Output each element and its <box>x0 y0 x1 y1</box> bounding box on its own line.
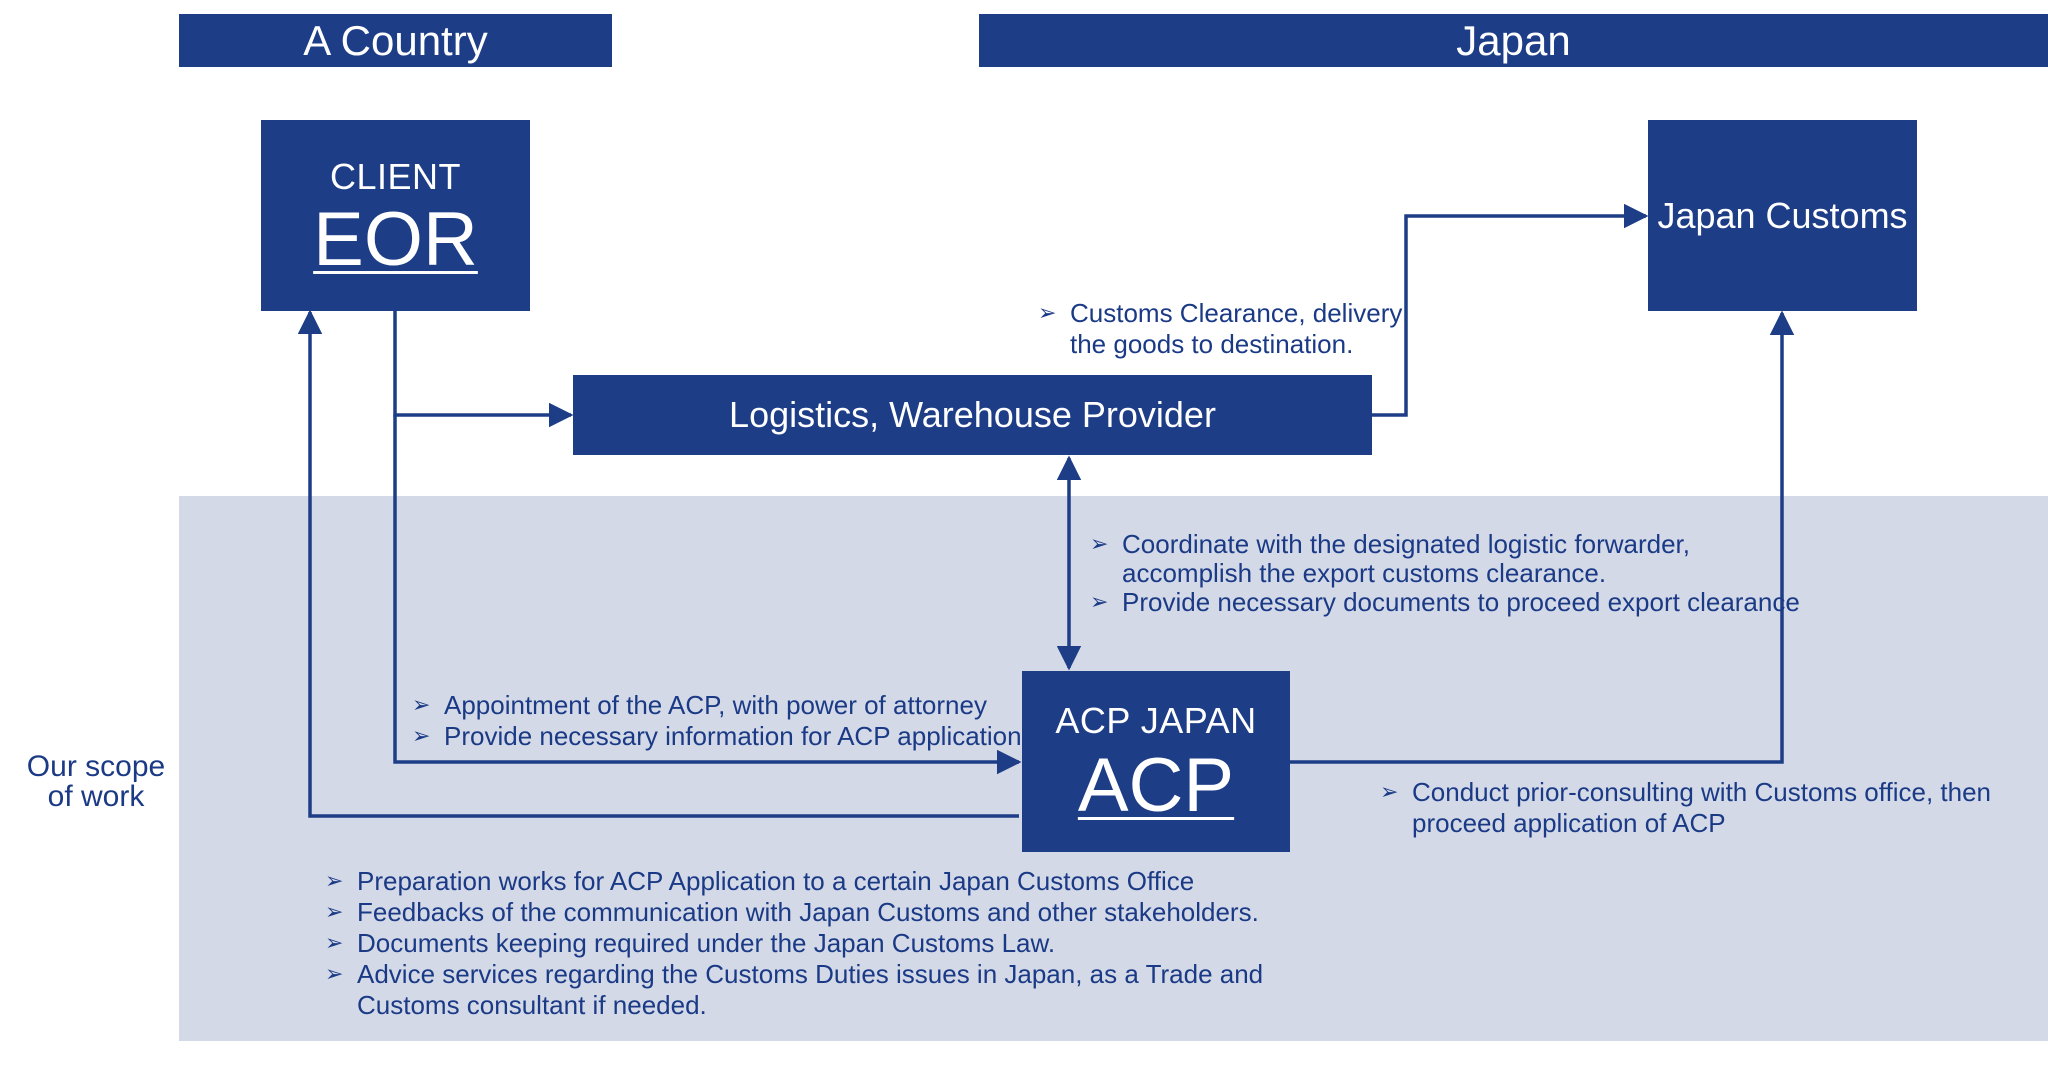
note-text: Provide necessary documents to proceed e… <box>1122 587 1800 617</box>
scope-label-line-1: Our scope <box>26 750 166 783</box>
note-text: proceed application of ACP <box>1412 808 1726 838</box>
note-text: Customs Clearance, delivery <box>1070 298 1403 328</box>
scope-item-text: Advice services regarding the Customs Du… <box>357 959 1264 989</box>
prior-consulting-note: Conduct prior-consulting with Customs of… <box>1380 777 1991 839</box>
appointment-note: Appointment of the ACP, with power of at… <box>412 690 1022 752</box>
acp-label: ACP <box>1077 743 1235 829</box>
our-scope-of-work-label: Our scope of work <box>8 752 184 812</box>
japan-customs-box: Japan Customs <box>1648 120 1917 311</box>
eor-to-acp-arrow <box>393 415 1022 775</box>
japan-header: Japan <box>979 14 2048 67</box>
japan-customs-label: Japan Customs <box>1657 194 1908 236</box>
a-country-header: A Country <box>179 14 612 67</box>
note-text: the goods to destination. <box>1070 329 1354 359</box>
customs-clearance-note: Customs Clearance, delivery the goods to… <box>1038 298 1402 360</box>
acp-to-eor-arrow <box>297 309 1019 818</box>
client-label: CLIENT <box>329 155 462 197</box>
note-text: accomplish the export customs clearance. <box>1122 558 1607 588</box>
scope-list-item: Preparation works for ACP Application to… <box>325 866 1263 897</box>
client-eor-box: CLIENT EOR <box>261 120 530 311</box>
scope-list-item: Documents keeping required under the Jap… <box>325 928 1263 959</box>
logistics-label: Logistics, Warehouse Provider <box>729 394 1216 435</box>
scope-list-item: Advice services regarding the Customs Du… <box>325 959 1263 1021</box>
scope-list-item: Feedbacks of the communication with Japa… <box>325 897 1263 928</box>
note-item: Customs Clearance, delivery the goods to… <box>1038 298 1402 360</box>
a-country-header-label: A Country <box>303 16 488 64</box>
note-item: Appointment of the ACP, with power of at… <box>412 690 1022 721</box>
acp-japan-box: ACP JAPAN ACP <box>1022 671 1290 852</box>
eor-label: EOR <box>313 197 478 283</box>
note-item: Provide necessary information for ACP ap… <box>412 721 1022 752</box>
scope-item-text: Feedbacks of the communication with Japa… <box>357 897 1259 927</box>
note-item: Coordinate with the designated logistic … <box>1090 530 1800 588</box>
note-text: Conduct prior-consulting with Customs of… <box>1412 777 1992 807</box>
scope-item-text: Preparation works for ACP Application to… <box>357 866 1195 896</box>
note-text: Coordinate with the designated logistic … <box>1122 529 1690 559</box>
logistics-warehouse-box: Logistics, Warehouse Provider <box>573 375 1372 455</box>
eor-to-logistics-arrow <box>393 311 574 428</box>
acp-japan-label: ACP JAPAN <box>1055 699 1257 741</box>
note-item: Conduct prior-consulting with Customs of… <box>1380 777 1991 839</box>
scope-label-line-2: of work <box>47 780 145 813</box>
logistics-to-customs-arrow <box>1372 203 1649 417</box>
acp-to-customs-arrow <box>1290 310 1795 764</box>
scope-item-text: Customs consultant if needed. <box>357 990 707 1020</box>
scope-items-list: Preparation works for ACP Application to… <box>325 866 1263 1021</box>
note-text: Appointment of the ACP, with power of at… <box>444 690 987 720</box>
scope-item-text: Documents keeping required under the Jap… <box>357 928 1056 958</box>
note-item: Provide necessary documents to proceed e… <box>1090 587 1800 618</box>
coordinate-forwarder-note: Coordinate with the designated logistic … <box>1090 530 1800 618</box>
japan-header-label: Japan <box>1456 16 1571 64</box>
note-text: Provide necessary information for ACP ap… <box>444 721 1022 751</box>
